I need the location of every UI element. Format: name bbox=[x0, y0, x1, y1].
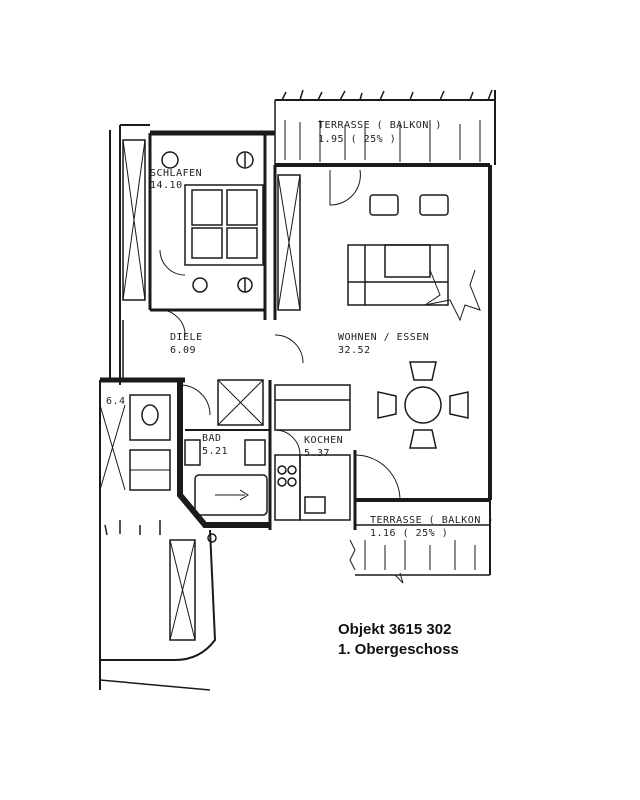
room-name-terrasse-unten: TERRASSE ( BALKON ) bbox=[370, 515, 494, 526]
room-area-wohnen: 32.52 bbox=[338, 345, 371, 356]
bath-wall bbox=[100, 377, 272, 530]
bath-fixtures bbox=[184, 439, 268, 543]
balcony-bottom-railing bbox=[349, 500, 491, 584]
room-name-kochen: KOCHEN bbox=[304, 435, 343, 446]
room-area-schlafen: 14.10 bbox=[150, 180, 183, 191]
room-area-terrasse-oben: 1.95 ( 25% ) bbox=[318, 134, 396, 145]
bed bbox=[161, 151, 264, 293]
room-name-diele: DIELE bbox=[170, 332, 203, 343]
caption-objekt: Objekt 3615 302 bbox=[338, 621, 452, 638]
exterior-walls bbox=[148, 130, 492, 530]
room-name-terrasse-oben: TERRASSE ( BALKON ) bbox=[318, 120, 442, 131]
caption-geschoss: 1. Obergeschoss bbox=[338, 641, 459, 658]
side-area-fragment: 6.4 bbox=[106, 396, 126, 407]
left-side-walls bbox=[109, 124, 186, 385]
room-area-kochen: 5.37 bbox=[304, 448, 330, 459]
room-name-schlafen: SCHLAFEN bbox=[150, 168, 202, 179]
room-name-wohnen: WOHNEN / ESSEN bbox=[338, 332, 429, 343]
room-area-terrasse-unten: 1.16 ( 25% ) bbox=[370, 528, 448, 539]
closet-middle bbox=[217, 174, 301, 426]
living-furniture bbox=[347, 194, 481, 449]
kitchen-fixtures bbox=[274, 384, 351, 521]
room-name-bad: BAD bbox=[202, 433, 222, 444]
balcony-top-railing bbox=[274, 89, 496, 165]
room-area-diele: 6.09 bbox=[170, 345, 196, 356]
left-exterior bbox=[99, 380, 217, 691]
room-area-bad: 5.21 bbox=[202, 446, 228, 457]
